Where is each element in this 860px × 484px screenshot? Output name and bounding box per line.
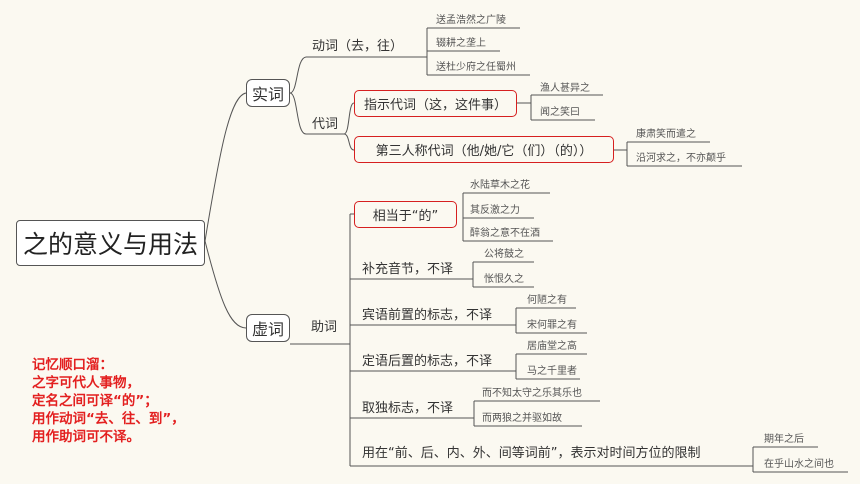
shijian-example-1: 期年之后 xyxy=(764,434,804,445)
item-shijian-label: 用在“前、后、内、外、间等词前”，表示对时间方位的限制 xyxy=(362,446,701,461)
qudu-example-2: 而两狼之并驱如故 xyxy=(482,413,562,424)
connector-root-shici xyxy=(204,92,247,242)
mnemonic-line-4: 用作动词“去、往、到”， xyxy=(32,411,185,427)
item-de-label: 相当于“的” xyxy=(372,209,439,224)
mnemonic-line-1: 记忆顺口溜： xyxy=(32,357,113,373)
zhishi-daici-label: 指示代词（这，这件事） xyxy=(363,98,507,113)
dingyu-example-1: 居庙堂之高 xyxy=(527,341,577,352)
disan-daici-label: 第三人称代词（他/她/它（们）（的）） xyxy=(375,144,593,159)
item-qudu-label: 取独标志，不译 xyxy=(362,401,454,416)
binyu-example-1: 何陋之有 xyxy=(527,295,567,306)
item-binyu-label: 宾语前置的标志，不译 xyxy=(362,308,493,323)
connector-daici-disan xyxy=(343,133,355,151)
qudu-example-1: 而不知太守之乐其乐也 xyxy=(482,388,582,399)
mnemonic-line-2: 之字可代人事物， xyxy=(32,375,140,391)
mnemonic-block: 记忆顺口溜： 之字可代人事物， 定名之间可译“的”； 用作动词“去、往、到”， … xyxy=(32,356,185,446)
zhuci-label: 助词 xyxy=(311,320,338,335)
shijian-example-2: 在乎山水之间也 xyxy=(764,459,834,470)
disan-example-1: 康肃笑而遣之 xyxy=(636,129,696,140)
connector-shici-daici xyxy=(289,92,307,135)
shici-label: 实词 xyxy=(251,85,284,104)
daici-label: 代词 xyxy=(312,117,339,132)
de-example-1: 水陆草木之花 xyxy=(470,180,530,191)
buchong-example-1: 公将鼓之 xyxy=(484,249,524,260)
disan-example-2: 沿河求之，不亦颠乎 xyxy=(636,153,726,164)
dongci-example-2: 辍耕之垄上 xyxy=(436,38,486,49)
mnemonic-line-3: 定名之间可译“的”； xyxy=(32,393,158,409)
disan-daici-box: 第三人称代词（他/她/它（们）（的）） xyxy=(354,136,614,163)
connector-shici-dongci xyxy=(289,56,307,94)
binyu-example-2: 宋何罪之有 xyxy=(527,320,577,331)
connector-daici-zhishi xyxy=(343,102,355,135)
de-example-3: 醉翁之意不在酒 xyxy=(470,228,540,239)
root-title: 之的意义与用法 xyxy=(22,230,198,259)
dingyu-example-2: 马之千里者 xyxy=(527,366,577,377)
dongci-example-3: 送杜少府之任蜀州 xyxy=(436,62,516,73)
dongci-label: 动词（去，往） xyxy=(312,39,404,54)
mnemonic-line-5: 用作助词可不译。 xyxy=(32,429,140,445)
item-buchong-label: 补充音节，不译 xyxy=(362,262,454,277)
connector-root-xuci xyxy=(204,240,247,329)
buchong-example-2: 怅恨久之 xyxy=(484,274,524,285)
zhishi-daici-box: 指示代词（这，这件事） xyxy=(354,90,517,117)
de-example-2: 其反激之力 xyxy=(470,205,520,216)
dongci-example-1: 送孟浩然之广陵 xyxy=(436,15,506,26)
zhishi-example-2: 闻之笑曰 xyxy=(540,107,580,118)
item-de-box: 相当于“的” xyxy=(354,201,457,228)
root-node: 之的意义与用法 xyxy=(16,220,205,266)
item-dingyu-label: 定语后置的标志，不译 xyxy=(362,354,493,369)
xuci-node: 虚词 xyxy=(246,314,290,342)
zhishi-example-1: 渔人甚异之 xyxy=(540,83,590,94)
xuci-label: 虚词 xyxy=(251,320,284,339)
shici-node: 实词 xyxy=(246,79,290,107)
